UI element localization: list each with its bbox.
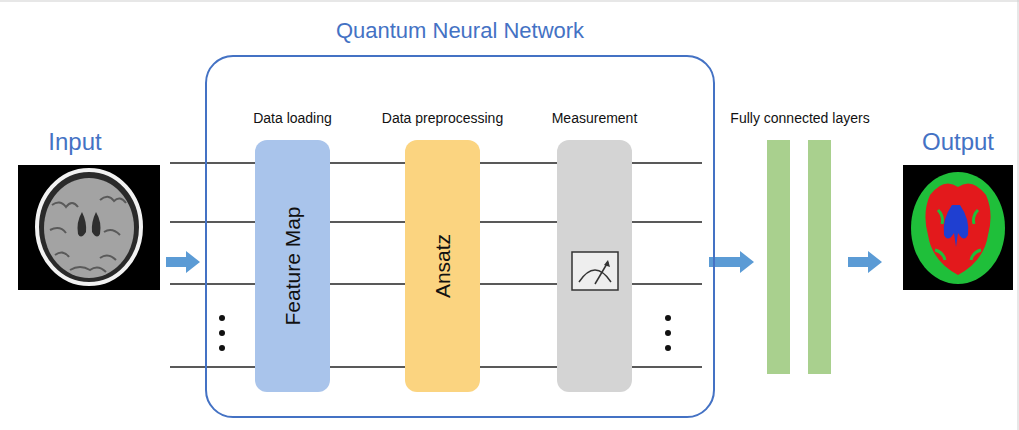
feature-map-block: Feature Map Data loading: [255, 106, 330, 392]
csf-ventricles: [944, 205, 969, 247]
figure-frame: [1018, 0, 1019, 430]
block-text: Ansatz: [431, 234, 455, 298]
ellipsis-dot: [665, 345, 671, 351]
column-heading: Measurement: [552, 110, 638, 126]
column-heading: Data loading: [253, 110, 332, 126]
ellipsis-dot: [219, 330, 225, 336]
flow-arrow: [848, 251, 882, 273]
quantum-network-frame: Quantum Neural NetworkFeature Map Data lo…: [205, 18, 715, 418]
gate-block: Feature Map: [255, 140, 330, 392]
gyri: [50, 197, 126, 272]
ventricles: [78, 212, 101, 237]
fully-connected-group: Fully connected layers: [760, 106, 840, 374]
dense-layer-bar: [767, 140, 790, 374]
gray-matter: [911, 172, 1005, 284]
flow-arrow: [709, 251, 754, 273]
skull: [37, 170, 141, 284]
meter-symbol: [570, 250, 620, 292]
flow-arrow: [166, 251, 200, 273]
output-label: Output: [922, 128, 994, 156]
meter-arc: [579, 270, 611, 282]
ellipsis-dot: [665, 330, 671, 336]
column-heading: Data preprocessing: [382, 110, 503, 126]
brain-tissue: [44, 178, 134, 278]
output-image: [903, 165, 1013, 290]
block-text: Feature Map: [281, 206, 305, 325]
input-image: [18, 165, 160, 290]
figure-frame: [0, 1, 1019, 2]
ellipsis-dot: [219, 315, 225, 321]
dense-layer-bar: [808, 140, 831, 374]
white-matter: [925, 183, 990, 275]
meter-frame: [572, 252, 618, 290]
network-title: Quantum Neural Network: [336, 18, 584, 44]
ansatz-block: AnsatzData preprocessing: [405, 106, 480, 392]
ellipsis-dot: [219, 345, 225, 351]
ellipsis-dot: [665, 315, 671, 321]
meter-needle-head: [604, 260, 610, 267]
gate-block: [557, 140, 632, 392]
measurement-block: Measurement: [557, 106, 632, 392]
input-label: Input: [48, 128, 101, 156]
gate-block: Ansatz: [405, 140, 480, 392]
layer-heading: Fully connected layers: [730, 110, 869, 126]
